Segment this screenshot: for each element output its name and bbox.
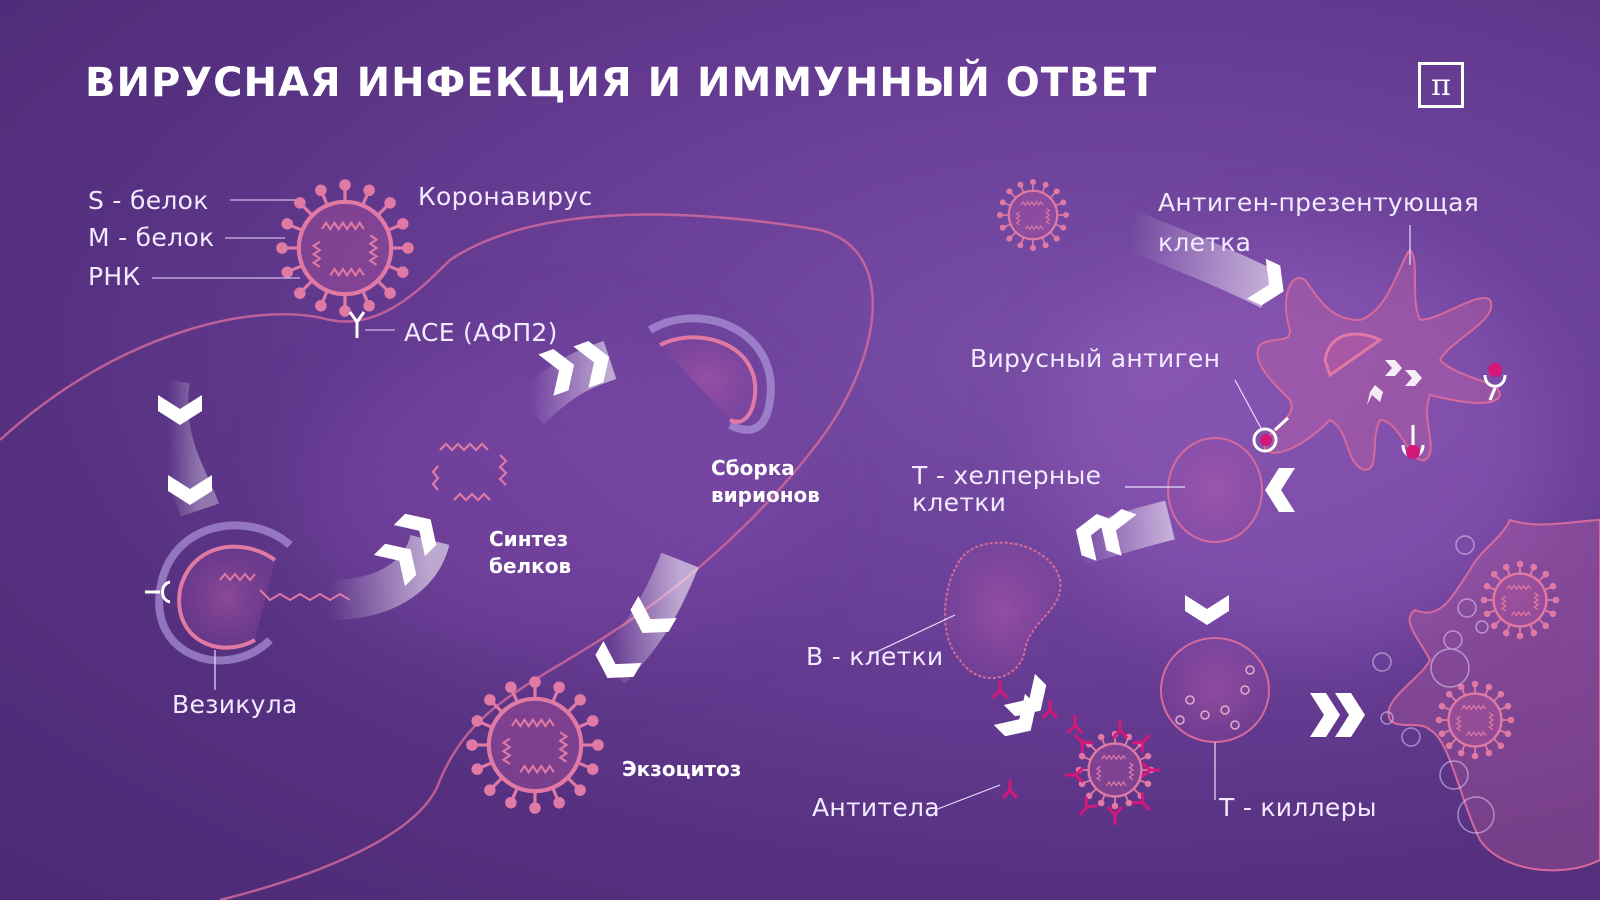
label-antibodies: Антитела	[812, 793, 940, 822]
label-vesicle: Везикула	[172, 690, 298, 719]
label-m-protein: M - белок	[88, 223, 215, 252]
infected-cell	[1387, 518, 1600, 872]
t-helper-cell	[1167, 437, 1263, 543]
label-coronavirus: Коронавирус	[418, 182, 593, 211]
vesicle	[155, 521, 293, 665]
label-viral-antigen: Вирусный антиген	[970, 344, 1221, 373]
pi-logo-icon[interactable]: π	[1418, 62, 1464, 108]
t-killer-cell	[1160, 637, 1270, 743]
coronavirus	[278, 181, 412, 315]
label-t-killers: T - киллеры	[1219, 793, 1377, 822]
page-title: ВИРУСНАЯ ИНФЕКЦИЯ И ИММУННЫЙ ОТВЕТ	[85, 60, 1158, 106]
label-rna: РНК	[88, 262, 141, 291]
antigen-presenting-cell	[1256, 248, 1502, 472]
rna-strand	[431, 442, 508, 502]
host-cell-membrane	[0, 213, 874, 900]
label-exocytosis: Экзоцитоз	[622, 757, 742, 781]
label-ace-receptor: ACE (АФП2)	[404, 318, 558, 347]
exocytosis-virus	[468, 678, 602, 812]
b-cell	[944, 541, 1062, 679]
label-s-protein: S - белок	[88, 186, 209, 215]
label-b-cells: B - клетки	[806, 642, 944, 671]
